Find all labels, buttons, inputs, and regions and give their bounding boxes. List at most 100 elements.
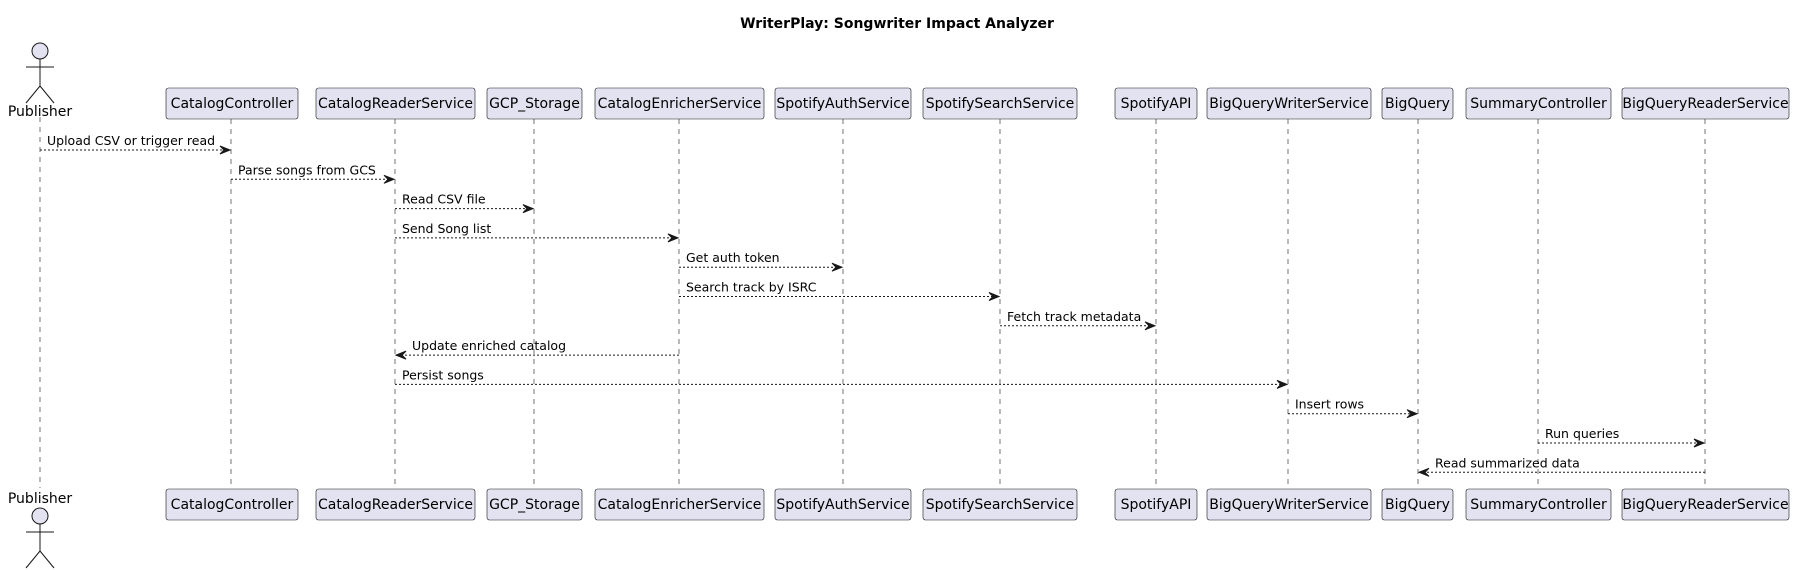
message-label: Read CSV file <box>402 192 486 207</box>
arrowhead-icon <box>1417 467 1430 477</box>
message-label: Run queries <box>1545 426 1619 441</box>
participant-label: BigQueryReaderService <box>1622 497 1788 513</box>
actor-publisher-bottom: Publisher <box>8 491 73 569</box>
message-5: Get auth token <box>679 250 844 272</box>
participant-summary_controller-bottom: SummaryController <box>1465 488 1612 521</box>
message-label: Get auth token <box>686 250 780 265</box>
participant-label: SpotifyAPI <box>1121 96 1192 112</box>
participant-catalog_enricher_service-top: CatalogEnricherService <box>594 87 765 120</box>
participant-label: SpotifyAPI <box>1121 497 1192 513</box>
participant-label: SummaryController <box>1470 497 1607 513</box>
participant-label: CatalogReaderService <box>318 497 473 513</box>
message-label: Update enriched catalog <box>412 338 566 353</box>
participant-catalog_reader_service-bottom: CatalogReaderService <box>315 488 476 521</box>
participant-bigquery_reader_service-bottom: BigQueryReaderService <box>1621 488 1790 521</box>
participant-box <box>1465 87 1612 120</box>
participant-box <box>486 87 583 120</box>
message-label: Upload CSV or trigger read <box>47 133 215 148</box>
participant-box <box>774 488 912 521</box>
participant-label: GCP_Storage <box>489 497 580 513</box>
participants-bottom: Publisher CatalogController CatalogReaderS… <box>8 488 1790 569</box>
participant-box <box>922 87 1078 120</box>
participant-bigquery_writer_service-bottom: BigQueryWriterService <box>1206 488 1372 521</box>
arrowhead-icon <box>219 145 232 155</box>
participant-box <box>1381 488 1454 521</box>
message-label: Read summarized data <box>1435 455 1580 470</box>
message-label: Parse songs from GCS <box>238 162 376 177</box>
participant-box <box>486 488 583 521</box>
participant-box <box>1621 87 1790 120</box>
participant-bigquery_reader_service-top: BigQueryReaderService <box>1621 87 1790 120</box>
message-6: Search track by ISRC <box>679 280 1001 301</box>
lifelines <box>39 117 1706 489</box>
participant-label: SpotifySearchService <box>926 96 1075 112</box>
participant-spotify_auth_service-top: SpotifyAuthService <box>774 87 912 120</box>
arrowhead-icon <box>831 262 844 272</box>
participants-top: Publisher CatalogController CatalogReaderS… <box>8 42 1790 120</box>
participant-spotify_auth_service-bottom: SpotifyAuthService <box>774 488 912 521</box>
message-3: Read CSV file <box>395 192 535 214</box>
actor-label: Publisher <box>8 491 73 507</box>
participant-box <box>165 488 299 521</box>
participant-label: BigQuery <box>1385 497 1450 513</box>
participant-label: BigQueryWriterService <box>1209 497 1368 513</box>
participant-catalog_reader_service-top: CatalogReaderService <box>315 87 476 120</box>
message-8: Update enriched catalog <box>394 338 679 360</box>
participant-label: CatalogEnricherService <box>598 96 762 112</box>
arrowhead-icon <box>1693 438 1706 448</box>
message-9: Persist songs <box>395 367 1289 389</box>
participant-label: CatalogEnricherService <box>598 497 762 513</box>
participant-label: SpotifyAuthService <box>776 96 909 112</box>
participant-spotify_search_service-bottom: SpotifySearchService <box>922 488 1078 521</box>
participant-label: BigQuery <box>1385 96 1450 112</box>
participant-box <box>315 488 476 521</box>
participant-catalog_controller-top: CatalogController <box>165 87 299 120</box>
participant-bigquery-bottom: BigQuery <box>1381 488 1454 521</box>
message-label: Send Song list <box>402 221 491 236</box>
participant-box <box>1114 488 1198 521</box>
participant-gcp_storage-bottom: GCP_Storage <box>486 488 583 521</box>
message-10: Insert rows <box>1288 397 1419 419</box>
arrowhead-icon <box>1406 409 1419 419</box>
participant-box <box>1206 488 1372 521</box>
message-11: Run queries <box>1538 426 1706 448</box>
actor-icon <box>25 42 55 104</box>
message-label: Insert rows <box>1295 397 1364 412</box>
participant-box <box>315 87 476 120</box>
actor-label: Publisher <box>8 104 73 120</box>
participant-label: CatalogController <box>171 497 294 513</box>
participant-catalog_enricher_service-bottom: CatalogEnricherService <box>594 488 765 521</box>
participant-box <box>1381 87 1454 120</box>
participant-bigquery-top: BigQuery <box>1381 87 1454 120</box>
arrowhead-icon <box>383 174 396 184</box>
message-7: Fetch track metadata <box>1000 309 1157 331</box>
participant-box <box>1206 87 1372 120</box>
arrowhead-icon <box>522 204 535 214</box>
participant-bigquery_writer_service-top: BigQueryWriterService <box>1206 87 1372 120</box>
message-1: Upload CSV or trigger read <box>40 133 232 155</box>
arrowhead-icon <box>988 292 1001 301</box>
participant-spotify_search_service-top: SpotifySearchService <box>922 87 1078 120</box>
participant-box <box>1621 488 1790 521</box>
participant-label: CatalogController <box>171 96 294 112</box>
actor-publisher-top: Publisher <box>8 42 73 120</box>
message-label: Fetch track metadata <box>1007 309 1141 324</box>
participant-label: BigQueryReaderService <box>1622 96 1788 112</box>
arrowhead-icon <box>667 233 680 243</box>
participant-box <box>594 87 765 120</box>
participant-box <box>165 87 299 120</box>
participant-label: BigQueryWriterService <box>1209 96 1368 112</box>
participant-spotify_api-top: SpotifyAPI <box>1114 87 1198 120</box>
participant-label: SpotifyAuthService <box>776 497 909 513</box>
diagram-title: WriterPlay: Songwriter Impact Analyzer <box>740 16 1054 32</box>
arrowhead-icon <box>1144 321 1157 331</box>
participant-label: GCP_Storage <box>489 96 580 112</box>
participant-box <box>922 488 1078 521</box>
participant-box <box>594 488 765 521</box>
message-2: Parse songs from GCS <box>231 162 396 184</box>
participant-label: SpotifySearchService <box>926 497 1075 513</box>
arrowhead-icon <box>1276 379 1289 389</box>
message-label: Persist songs <box>402 367 484 382</box>
